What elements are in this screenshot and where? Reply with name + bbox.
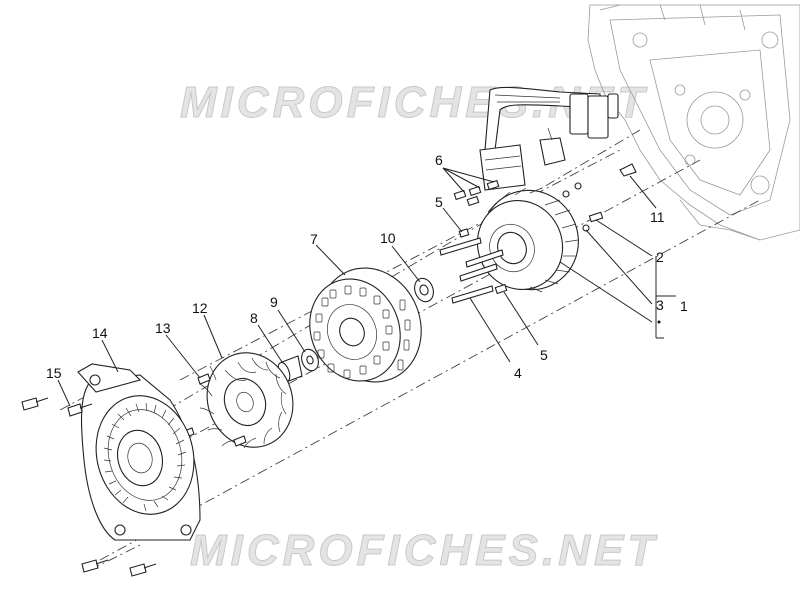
callout-14: 14 (92, 325, 108, 341)
watermark-bottom: MICROFICHES.NET (189, 526, 659, 576)
stator-wiring-harness (479, 86, 619, 191)
callout-12: 12 (192, 300, 208, 316)
callout-5-upper: 5 (435, 194, 443, 210)
callout-15: 15 (46, 365, 62, 381)
callout-4: 4 (514, 365, 522, 381)
leader-lines (57, 167, 676, 407)
callout-7: 7 (310, 231, 318, 247)
engine-crankcase (587, 4, 800, 241)
cooling-fan (199, 352, 294, 449)
callout-9: 9 (270, 294, 278, 310)
flywheel-cover (77, 363, 201, 541)
callout-10: 10 (380, 230, 396, 246)
stator (476, 187, 579, 293)
callout-3: 3 (656, 297, 664, 313)
callout-11: 11 (650, 209, 665, 225)
callout-1: 1 (680, 298, 688, 314)
callout-13: 13 (155, 320, 171, 336)
washer (414, 277, 434, 303)
stator-bolts (439, 163, 637, 304)
callout-5-lower: 5 (540, 347, 548, 363)
callout-labels: 1 2 3 4 5 5 6 7 8 9 10 11 12 13 14 15 (46, 152, 688, 381)
callout-6: 6 (435, 152, 443, 168)
callout-2: 2 (656, 249, 664, 265)
flywheel-rotor (309, 267, 422, 383)
cover-screws (21, 397, 157, 577)
spacer-washer (301, 348, 319, 372)
callout-8: 8 (250, 310, 258, 326)
